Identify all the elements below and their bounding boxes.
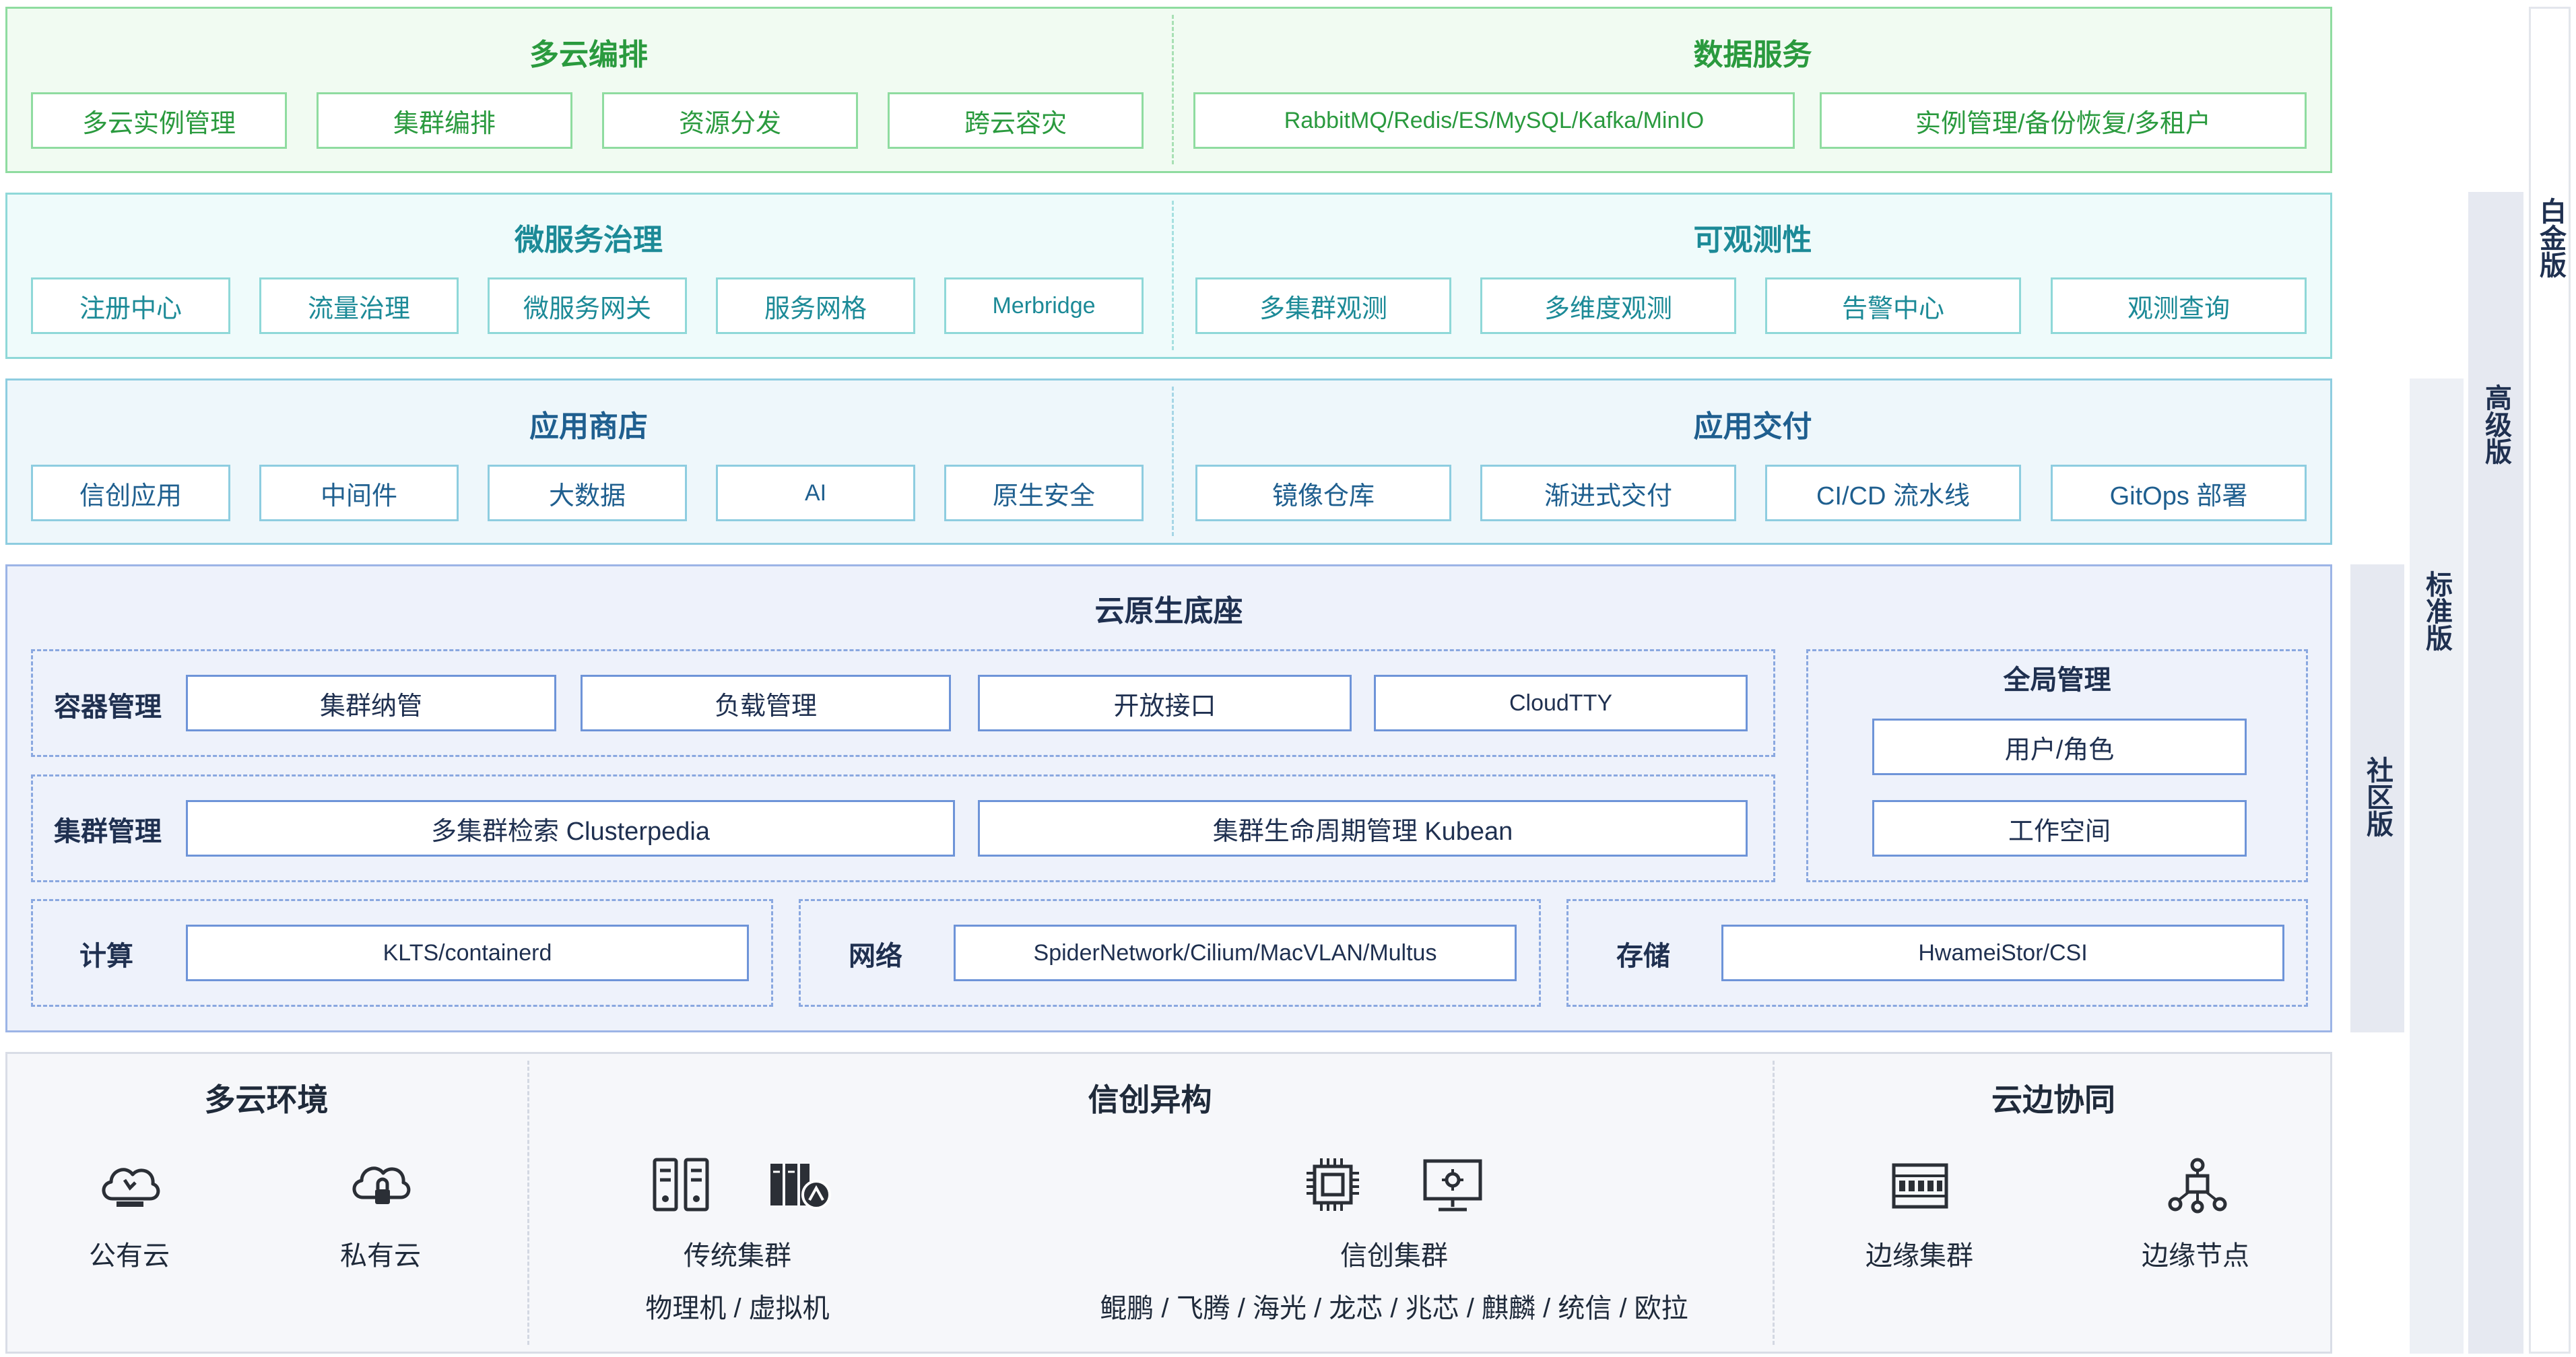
item-merbridge: Merbridge xyxy=(944,277,1144,334)
layer-divider xyxy=(1172,15,1174,164)
item-kubean: 集群生命周期管理 Kubean xyxy=(978,800,1748,857)
item-clusterpedia: 多集群检索 Clusterpedia xyxy=(186,800,955,857)
section-title-multicloud-orchestration: 多云编排 xyxy=(529,38,648,71)
chip-icon xyxy=(1307,1158,1359,1211)
edge-node-icon xyxy=(2168,1158,2227,1214)
private-cloud-icon xyxy=(352,1166,411,1204)
group-network xyxy=(799,899,1541,1007)
edition-advanced-label: 高级版 xyxy=(2481,384,2511,465)
item-native-security: 原生安全 xyxy=(944,465,1144,521)
item-progressive-delivery: 渐进式交付 xyxy=(1480,465,1736,521)
group-label-compute: 计算 xyxy=(79,941,133,971)
item-workspace: 工作空间 xyxy=(1872,800,2247,857)
virtual-machine-icon xyxy=(770,1164,831,1210)
item-cross-cloud-dr: 跨云容灾 xyxy=(888,92,1144,149)
item-multidimension-observe: 多维度观测 xyxy=(1480,277,1736,334)
item-instance-backup-tenant: 实例管理/备份恢复/多租户 xyxy=(1820,92,2307,149)
infra-label-xinchuang-cluster: 信创集群 xyxy=(1340,1241,1448,1271)
group-compute xyxy=(31,899,773,1007)
item-cloudtty: CloudTTY xyxy=(1374,675,1748,731)
infra-label-public-cloud: 公有云 xyxy=(89,1241,170,1271)
layer-divider xyxy=(1172,201,1174,350)
edge-cluster-icon xyxy=(1892,1163,1948,1209)
item-hwameistor: HwameiStor/CSI xyxy=(1721,925,2284,981)
item-gitops: GitOps 部署 xyxy=(2051,465,2307,521)
item-multicluster-observe: 多集群观测 xyxy=(1195,277,1451,334)
section-title-observability: 可观测性 xyxy=(1693,224,1812,257)
edition-platinum: 白金版 xyxy=(2529,7,2571,1354)
item-cluster-orchestration: 集群编排 xyxy=(317,92,572,149)
group-label-container-management: 容器管理 xyxy=(54,692,162,722)
server-rack-icon xyxy=(653,1158,709,1212)
infra-sub-traditional-cluster: 物理机 / 虚拟机 xyxy=(645,1294,830,1323)
item-alert-center: 告警中心 xyxy=(1765,277,2021,334)
edition-community-label: 社区版 xyxy=(2363,756,2392,837)
item-registry: 注册中心 xyxy=(31,277,230,334)
section-title-app-store: 应用商店 xyxy=(529,410,648,443)
layer-divider xyxy=(1172,387,1174,536)
section-title-app-delivery: 应用交付 xyxy=(1693,410,1812,443)
group-cluster-management xyxy=(31,774,1775,882)
group-storage xyxy=(1566,899,2308,1007)
public-cloud-icon xyxy=(102,1168,160,1207)
infra-sub-xinchuang-cluster: 鲲鹏 / 飞腾 / 海光 / 龙芯 / 兆芯 / 麒麟 / 统信 / 欧拉 xyxy=(1100,1294,1688,1323)
infra-divider xyxy=(527,1061,529,1345)
section-title-data-services: 数据服务 xyxy=(1693,38,1812,71)
edition-platinum-label: 白金版 xyxy=(2536,197,2565,278)
group-label-storage: 存储 xyxy=(1616,941,1670,971)
item-data-middleware: RabbitMQ/Redis/ES/MySQL/Kafka/MinIO xyxy=(1193,92,1795,149)
item-observe-query: 观测查询 xyxy=(2051,277,2307,334)
infra-label-edge-cluster: 边缘集群 xyxy=(1865,1241,1973,1271)
item-ai: AI xyxy=(716,465,915,521)
item-image-registry: 镜像仓库 xyxy=(1195,465,1451,521)
item-service-mesh: 服务网格 xyxy=(716,277,915,334)
section-title-multicloud-env: 多云环境 xyxy=(204,1082,329,1117)
section-title-cloud-edge: 云边协同 xyxy=(1991,1082,2115,1117)
item-xinchuang-app: 信创应用 xyxy=(31,465,230,521)
item-cluster-takeover: 集群纳管 xyxy=(186,675,556,731)
item-middleware: 中间件 xyxy=(259,465,459,521)
edition-advanced: 高级版 xyxy=(2468,192,2523,1354)
item-big-data: 大数据 xyxy=(488,465,687,521)
item-cicd-pipeline: CI/CD 流水线 xyxy=(1765,465,2021,521)
layer-infrastructure xyxy=(5,1052,2332,1354)
edition-standard-label: 标准版 xyxy=(2422,570,2451,651)
item-spidernetwork: SpiderNetwork/Cilium/MacVLAN/Multus xyxy=(954,925,1517,981)
item-workload-management: 负载管理 xyxy=(581,675,951,731)
infra-label-private-cloud: 私有云 xyxy=(340,1241,421,1271)
section-title-microservice-governance: 微服务治理 xyxy=(515,224,663,257)
infra-label-edge-node: 边缘节点 xyxy=(2142,1241,2249,1271)
infra-divider xyxy=(1773,1061,1775,1345)
group-label-network: 网络 xyxy=(849,941,902,971)
group-global-management xyxy=(1806,649,2308,882)
item-resource-distribution: 资源分发 xyxy=(602,92,858,149)
monitor-settings-icon xyxy=(1423,1159,1482,1212)
group-container-management xyxy=(31,649,1775,757)
group-label-cluster-management: 集群管理 xyxy=(54,817,162,847)
edition-standard: 标准版 xyxy=(2410,378,2464,1354)
infra-label-traditional-cluster: 传统集群 xyxy=(684,1241,791,1271)
item-multicloud-instance: 多云实例管理 xyxy=(31,92,287,149)
item-microservice-gateway: 微服务网关 xyxy=(488,277,687,334)
item-open-api: 开放接口 xyxy=(978,675,1352,731)
section-title-xinchuang-hetero: 信创异构 xyxy=(1088,1082,1212,1117)
item-klts-containerd: KLTS/containerd xyxy=(186,925,749,981)
group-label-global-management: 全局管理 xyxy=(2003,665,2111,695)
section-title-cloud-native-base: 云原生底座 xyxy=(1094,595,1243,628)
edition-community: 社区版 xyxy=(2350,564,2404,1032)
item-user-role: 用户/角色 xyxy=(1872,719,2247,775)
item-traffic-governance: 流量治理 xyxy=(259,277,459,334)
